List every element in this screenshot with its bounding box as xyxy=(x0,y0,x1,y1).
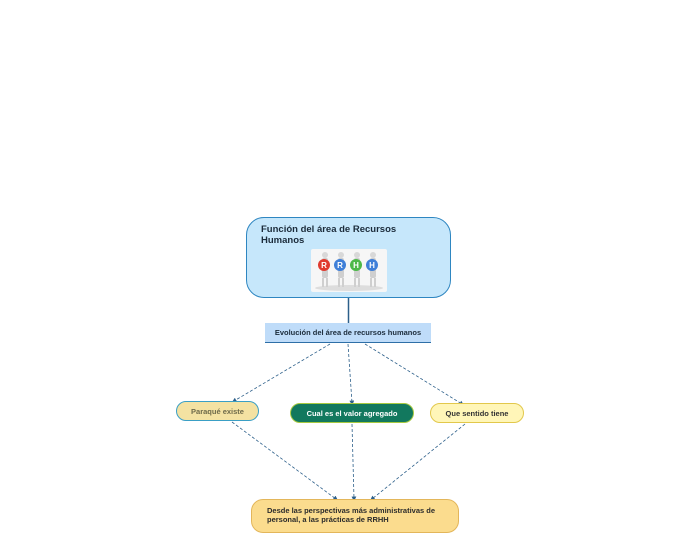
ball-2 xyxy=(334,259,346,271)
branch-label-3: Que sentido tiene xyxy=(445,408,509,418)
figure-4: H xyxy=(366,252,378,278)
edge-subtopic-to-branch-3 xyxy=(364,343,465,406)
figure-2: R xyxy=(334,252,346,278)
conclusion-label: Desde las perspectivas más administrativ… xyxy=(267,506,436,524)
root-topic-node[interactable]: Función del área de Recursos Humanos R R xyxy=(246,217,451,298)
edge-subtopic-to-branch-1 xyxy=(231,343,331,403)
edge-branch-2-to-conclusion xyxy=(351,423,357,502)
ball-letter-4: H xyxy=(369,261,375,270)
floor-shadow xyxy=(315,285,383,291)
root-topic-title: Función del área de Recursos Humanos xyxy=(261,224,397,246)
figure-legs xyxy=(322,278,376,287)
subtopic-node[interactable]: Evolución del área de recursos humanos xyxy=(265,323,431,343)
mind-map-canvas: Función del área de Recursos Humanos R R xyxy=(176,217,524,533)
branch-node-sentido-tiene[interactable]: Que sentido tiene xyxy=(430,403,524,423)
ball-1 xyxy=(318,259,330,271)
ball-letter-3: H xyxy=(353,261,359,270)
ball-letter-1: R xyxy=(321,261,327,270)
ball-3 xyxy=(350,259,362,271)
rrhh-people-image: R R H H xyxy=(311,249,387,292)
edge-subtopic-to-branch-2 xyxy=(347,343,355,406)
conclusion-node[interactable]: Desde las perspectivas más administrativ… xyxy=(251,499,459,533)
figure-1: R xyxy=(318,252,330,278)
figure-3: H xyxy=(350,252,362,278)
ball-letter-2: R xyxy=(337,261,343,270)
branch-label-1: Paraqué existe xyxy=(191,406,244,416)
ball-4 xyxy=(366,259,378,271)
rrhh-figures-illustration: R R H H xyxy=(315,252,383,291)
branch-node-valor-agregado[interactable]: Cual es el valor agregado xyxy=(290,403,414,423)
subtopic-label: Evolución del área de recursos humanos xyxy=(274,328,422,337)
branch-label-2: Cual es el valor agregado xyxy=(306,408,398,418)
branch-node-paraque-existe[interactable]: Paraqué existe xyxy=(176,401,259,421)
edge-branch-3-to-conclusion xyxy=(370,423,466,501)
edge-branch-1-to-conclusion xyxy=(231,421,338,501)
